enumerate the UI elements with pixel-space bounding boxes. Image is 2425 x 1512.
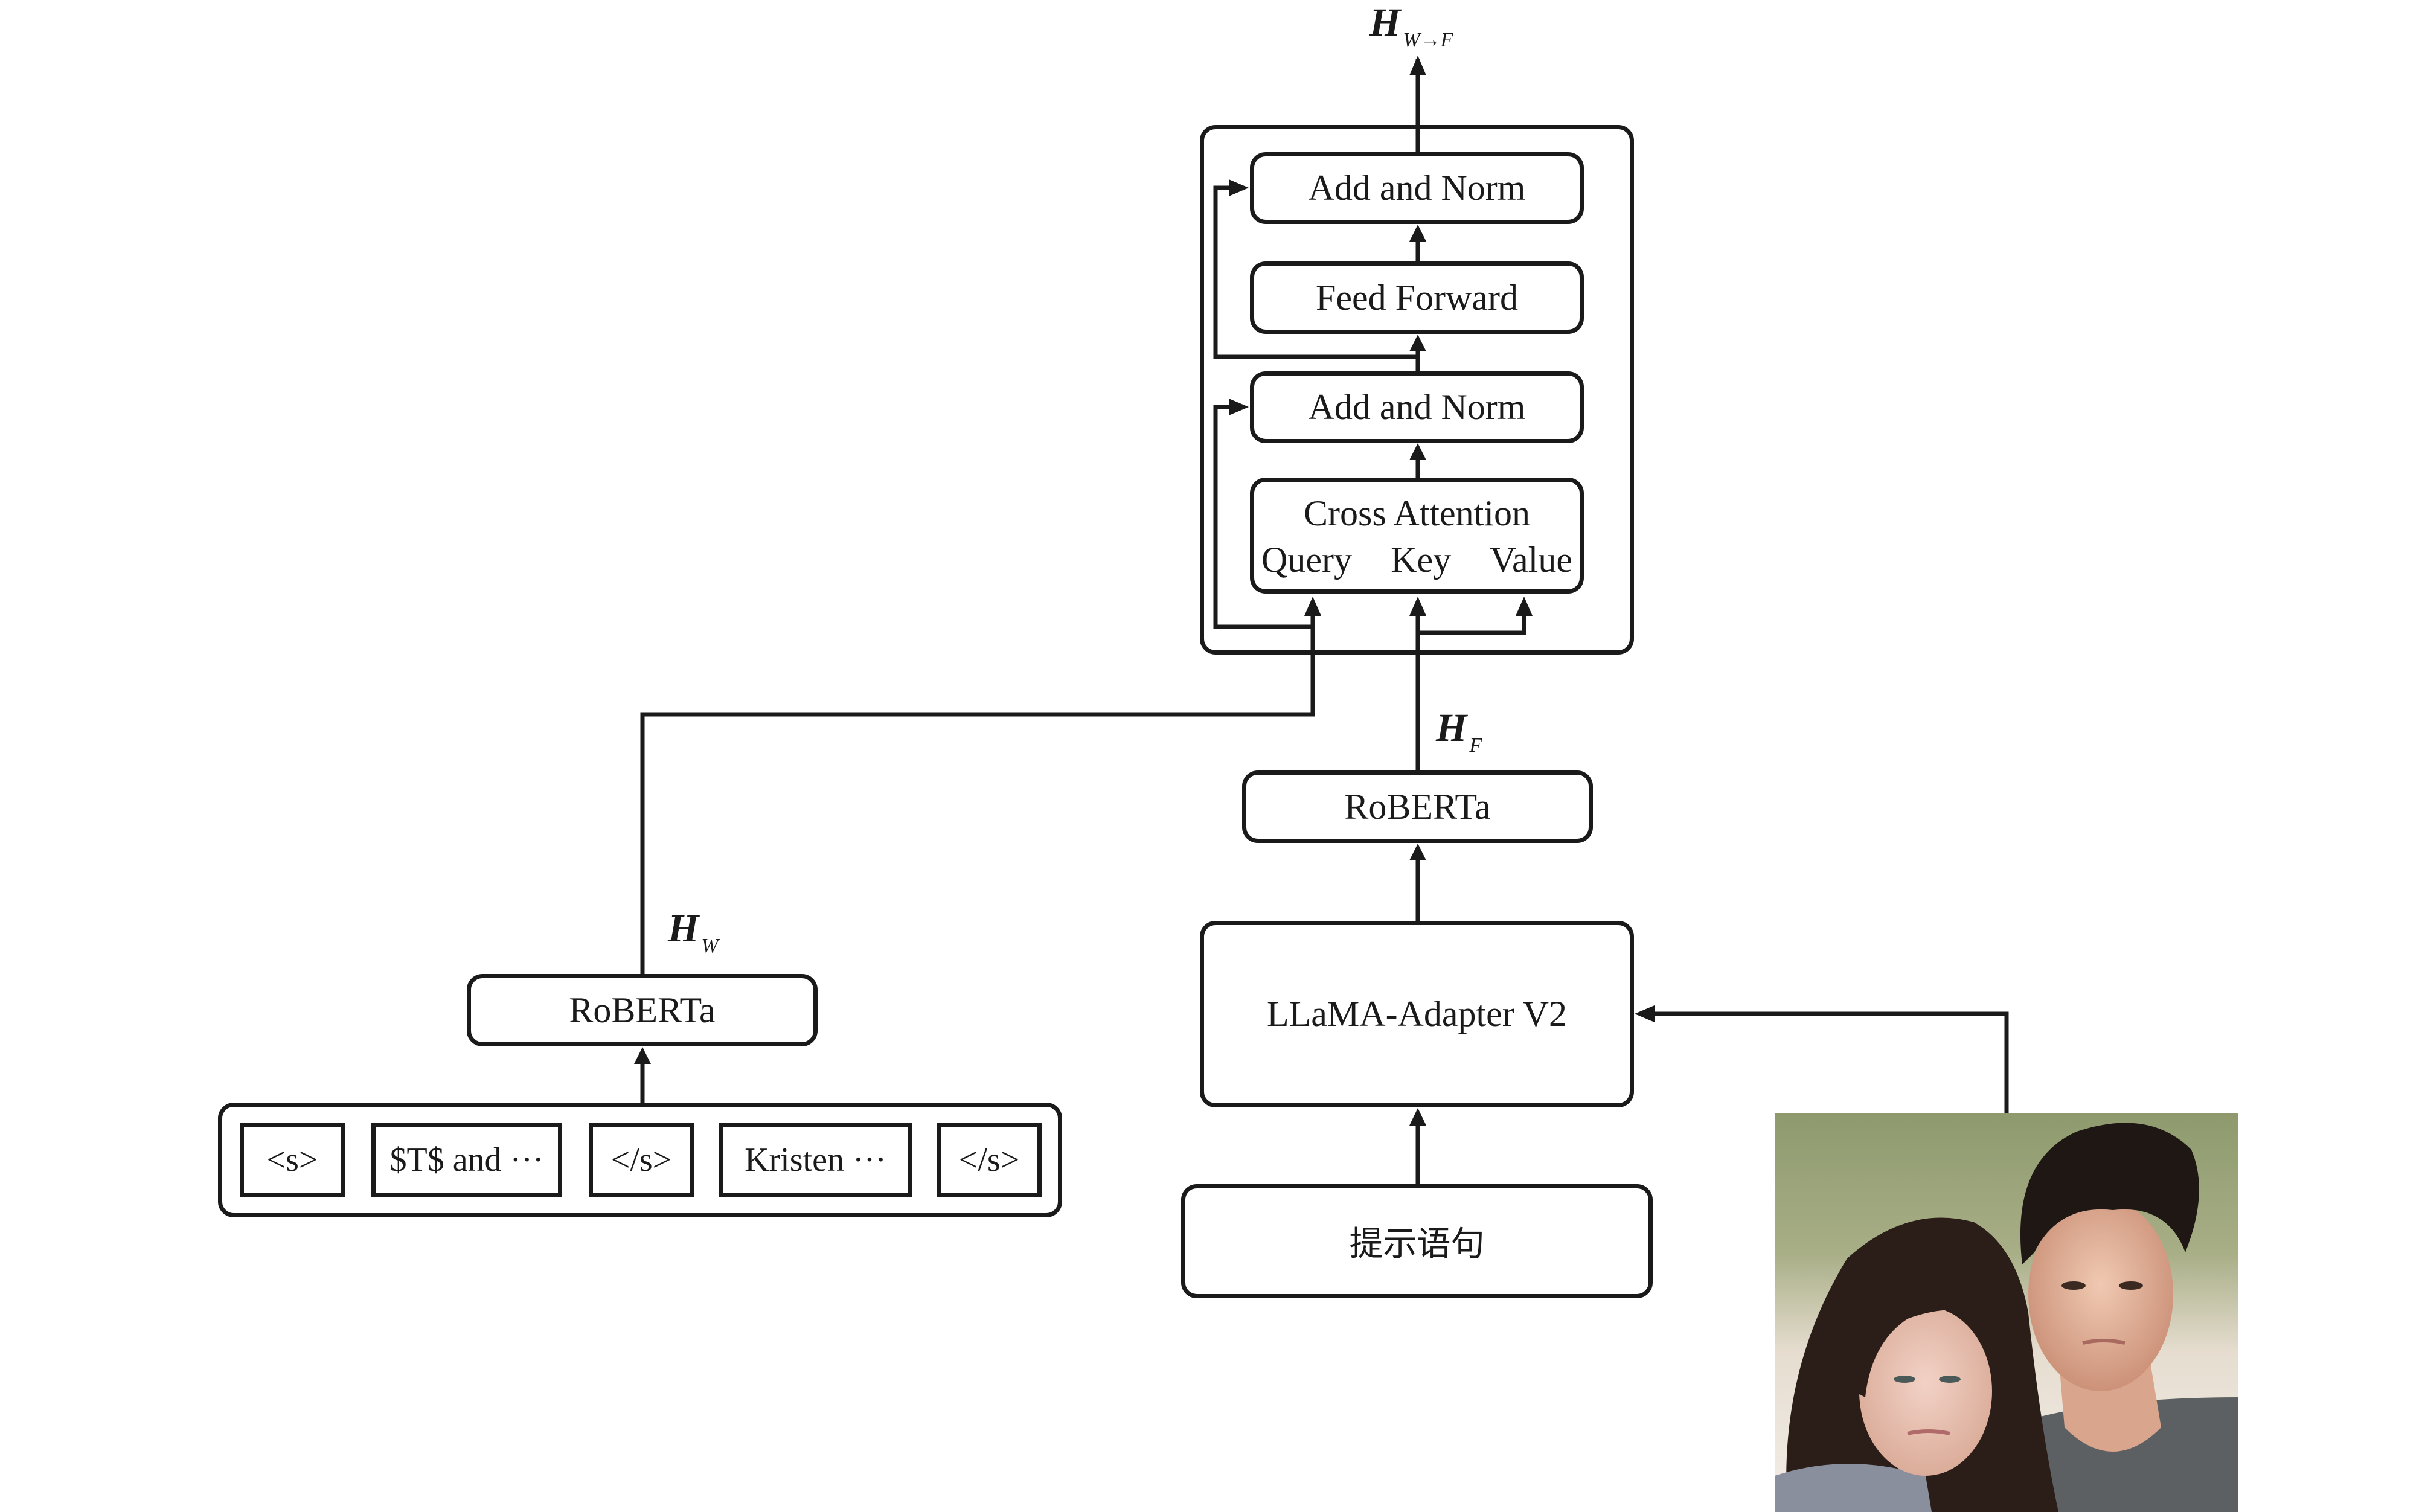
add-and-norm-top-label: Add and Norm xyxy=(1308,168,1526,208)
llama-adapter-box: LLaMA-Adapter V2 xyxy=(1200,921,1634,1107)
cross-attention-box: Cross Attention Query Key Value xyxy=(1250,478,1584,594)
add-and-norm-bottom-box: Add and Norm xyxy=(1250,371,1584,443)
attn-to-addnorm-arrowhead xyxy=(1409,443,1426,460)
prompt-to-adapter-arrowhead xyxy=(1409,1108,1426,1126)
tokens-to-roberta-arrowhead xyxy=(634,1047,651,1064)
residual-connection-top xyxy=(1213,185,1418,359)
ff-to-addnorm-arrowhead xyxy=(1409,225,1426,242)
cross-attention-label: Cross Attention xyxy=(1303,493,1531,533)
residual-connection-bottom xyxy=(1213,405,1313,629)
image-feature-subscript: F xyxy=(1469,734,1482,757)
text-feature-subscript: W xyxy=(701,935,719,957)
key-arrowhead xyxy=(1409,597,1426,616)
feed-forward-box: Feed Forward xyxy=(1250,261,1584,334)
token-label: </s> xyxy=(610,1141,672,1179)
query-connection xyxy=(640,604,1315,974)
output-feature-symbol: H xyxy=(1369,1,1401,45)
feed-forward-label: Feed Forward xyxy=(1316,277,1518,318)
text-feature-symbol: H xyxy=(668,906,699,950)
image-feature-symbol: H xyxy=(1436,706,1467,750)
roberta-image-encoder-box: RoBERTa xyxy=(1242,770,1593,843)
token-box: <s> xyxy=(240,1123,345,1197)
add-and-norm-top-box: Add and Norm xyxy=(1250,152,1584,224)
query-label: Query xyxy=(1261,540,1352,580)
token-label: $T$ and ··· xyxy=(389,1141,544,1179)
roberta-text-encoder-label: RoBERTa xyxy=(569,990,716,1030)
input-image xyxy=(1775,1113,2238,1512)
input-image-illustration xyxy=(1775,1113,2238,1512)
token-label: Kristen ··· xyxy=(745,1141,886,1179)
image-to-adapter-arrowhead xyxy=(1635,1005,1655,1022)
adapter-to-roberta-arrowhead xyxy=(1409,844,1426,860)
token-sequence-container xyxy=(218,1103,1062,1217)
key-label: Key xyxy=(1391,540,1452,580)
value-label: Value xyxy=(1490,540,1572,580)
addnorm-to-ff-arrowhead xyxy=(1409,335,1426,351)
roberta-image-encoder-label: RoBERTa xyxy=(1344,786,1491,827)
token-box: Kristen ··· xyxy=(719,1123,912,1197)
llama-adapter-label: LLaMA-Adapter V2 xyxy=(1266,994,1568,1034)
residual-bottom-arrowhead xyxy=(1229,399,1249,415)
token-label: <s> xyxy=(266,1141,318,1179)
output-arrowhead xyxy=(1409,56,1426,75)
image-to-adapter-connection xyxy=(1640,1011,2009,1113)
query-arrowhead xyxy=(1304,597,1321,616)
token-label: </s> xyxy=(958,1141,1020,1179)
prompt-sentence-box: 提示语句 xyxy=(1181,1184,1653,1298)
token-box: $T$ and ··· xyxy=(371,1123,562,1197)
residual-top-arrowhead xyxy=(1229,179,1249,196)
cross-attention-fusion-block xyxy=(1200,125,1634,655)
output-feature-subscript: W→F xyxy=(1403,29,1453,51)
roberta-text-encoder-box: RoBERTa xyxy=(467,974,818,1046)
prompt-sentence-label: 提示语句 xyxy=(1349,1225,1485,1264)
token-box: </s> xyxy=(937,1123,1042,1197)
cross-attention-inputs: Query Key Value xyxy=(1261,539,1572,581)
add-and-norm-bottom-label: Add and Norm xyxy=(1308,387,1526,427)
token-box: </s> xyxy=(589,1123,694,1197)
value-arrowhead xyxy=(1516,597,1533,616)
